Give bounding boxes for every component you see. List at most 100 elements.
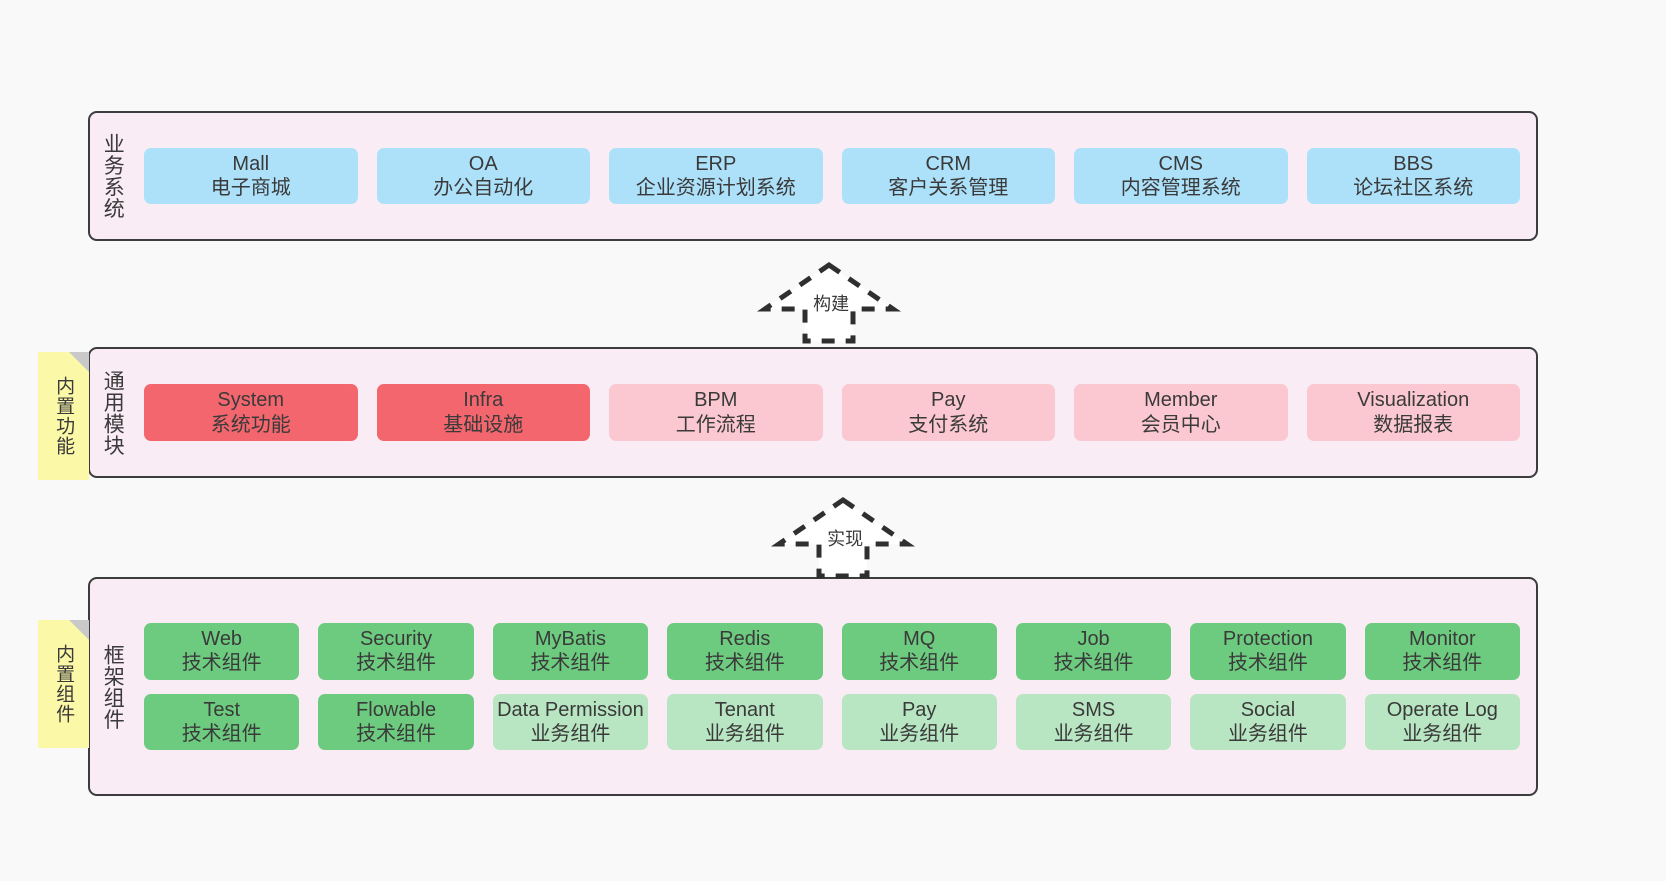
node-flowable[interactable]: Flowable 技术组件: [318, 693, 474, 751]
node-pay-module[interactable]: Pay 支付系统: [841, 384, 1055, 441]
node-tenant-cn: 业务组件: [704, 722, 785, 745]
node-monitor-en: Monitor: [1408, 627, 1476, 650]
arrow-build: 构建: [756, 261, 902, 344]
node-visualization[interactable]: Visualization 数据报表: [1306, 384, 1520, 441]
framework-biz-row: Test 技术组件 Flowable 技术组件 Data Permission …: [144, 693, 1520, 751]
node-bpm[interactable]: BPM 工作流程: [609, 384, 823, 441]
node-bbs[interactable]: BBS 论坛社区系统: [1306, 147, 1520, 205]
node-mybatis[interactable]: MyBatis 技术组件: [492, 622, 649, 680]
node-redis-en: Redis: [719, 627, 771, 650]
layer-common-modules: 通用模块 System 系统功能 Infra 基础设施 BPM 工作流程 Pay…: [88, 347, 1538, 478]
node-social-cn: 业务组件: [1227, 722, 1308, 745]
node-infra-cn: 基础设施: [443, 413, 524, 436]
node-tenant-en: Tenant: [714, 698, 775, 721]
node-monitor-cn: 技术组件: [1402, 652, 1483, 675]
node-oa-en: OA: [468, 152, 498, 175]
note-fold-corner-icon: [69, 620, 89, 640]
node-social[interactable]: Social 业务组件: [1190, 693, 1346, 751]
node-mq[interactable]: MQ 技术组件: [841, 622, 997, 680]
node-erp[interactable]: ERP 企业资源计划系统: [609, 147, 823, 205]
node-sms-en: SMS: [1071, 698, 1116, 721]
note-fold-corner-icon: [69, 352, 89, 372]
node-oa[interactable]: OA 办公自动化: [376, 147, 590, 205]
node-security[interactable]: Security 技术组件: [318, 622, 474, 680]
node-flowable-cn: 技术组件: [356, 722, 437, 745]
layer-module-body: System 系统功能 Infra 基础设施 BPM 工作流程 Pay 支付系统…: [134, 349, 1536, 476]
node-pay-component-cn: 业务组件: [879, 722, 960, 745]
node-mall-en: Mall: [232, 152, 270, 175]
node-web[interactable]: Web 技术组件: [144, 622, 300, 680]
arrow-implement: 实现: [770, 496, 916, 579]
node-bbs-cn: 论坛社区系统: [1353, 177, 1474, 199]
node-sms[interactable]: SMS 业务组件: [1015, 693, 1172, 751]
framework-tech-row: Web 技术组件 Security 技术组件 MyBatis 技术组件 Redi…: [144, 622, 1520, 680]
node-monitor[interactable]: Monitor 技术组件: [1364, 622, 1520, 680]
node-cms-cn: 内容管理系统: [1120, 177, 1241, 199]
node-redis[interactable]: Redis 技术组件: [667, 622, 823, 680]
node-bbs-en: BBS: [1393, 152, 1434, 175]
node-data-permission-cn: 业务组件: [530, 722, 611, 745]
note-builtin-function-label: 内置功能: [53, 376, 75, 456]
node-system-cn: 系统功能: [210, 413, 291, 436]
layer-business-caption: 业务系统: [101, 133, 125, 219]
layer-framework-caption: 框架组件: [101, 643, 125, 730]
node-job[interactable]: Job 技术组件: [1015, 622, 1172, 680]
node-sms-cn: 业务组件: [1053, 722, 1134, 745]
node-operate-log-cn: 业务组件: [1402, 722, 1483, 745]
node-pay-module-en: Pay: [931, 389, 966, 412]
note-builtin-component-label: 内置组件: [53, 644, 75, 724]
node-social-en: Social: [1240, 698, 1296, 721]
arrow-implement-label: 实现: [827, 529, 864, 549]
layer-business-systems: 业务系统 Mall 电子商城 OA 办公自动化 ERP 企业资源计划系统 CRM…: [88, 111, 1538, 241]
node-mq-cn: 技术组件: [879, 652, 960, 675]
node-system[interactable]: System 系统功能: [144, 384, 358, 441]
node-web-en: Web: [201, 627, 243, 650]
node-mybatis-cn: 技术组件: [530, 652, 611, 675]
arrow-build-label: 构建: [813, 294, 850, 314]
node-bpm-cn: 工作流程: [675, 413, 756, 436]
node-member-cn: 会员中心: [1140, 413, 1221, 436]
node-protection-en: Protection: [1222, 627, 1313, 650]
node-crm[interactable]: CRM 客户关系管理: [841, 147, 1055, 205]
node-bpm-en: BPM: [694, 389, 738, 412]
node-crm-cn: 客户关系管理: [888, 177, 1009, 199]
node-job-en: Job: [1077, 627, 1110, 650]
node-tenant[interactable]: Tenant 业务组件: [667, 693, 823, 751]
node-mybatis-en: MyBatis: [534, 627, 606, 650]
node-data-permission[interactable]: Data Permission 业务组件: [492, 693, 649, 751]
node-cms-en: CMS: [1158, 152, 1203, 175]
node-protection-cn: 技术组件: [1227, 652, 1308, 675]
layer-business-body: Mall 电子商城 OA 办公自动化 ERP 企业资源计划系统 CRM 客户关系…: [134, 113, 1536, 239]
node-mall[interactable]: Mall 电子商城: [144, 147, 358, 205]
node-cms[interactable]: CMS 内容管理系统: [1074, 147, 1288, 205]
node-member[interactable]: Member 会员中心: [1074, 384, 1288, 441]
node-pay-module-cn: 支付系统: [908, 413, 989, 436]
note-builtin-component: 内置组件: [38, 620, 89, 748]
node-job-cn: 技术组件: [1053, 652, 1134, 675]
arrow-build-shape: [756, 261, 902, 344]
node-protection[interactable]: Protection 技术组件: [1190, 622, 1346, 680]
node-pay-component[interactable]: Pay 业务组件: [841, 693, 997, 751]
business-row: Mall 电子商城 OA 办公自动化 ERP 企业资源计划系统 CRM 客户关系…: [144, 147, 1520, 205]
node-operate-log[interactable]: Operate Log 业务组件: [1364, 693, 1520, 751]
node-redis-cn: 技术组件: [704, 652, 785, 675]
node-security-en: Security: [359, 627, 433, 650]
node-crm-en: CRM: [925, 152, 972, 175]
node-erp-en: ERP: [695, 152, 737, 175]
node-test-cn: 技术组件: [181, 722, 262, 745]
node-system-en: System: [217, 389, 285, 412]
arrow-implement-shape: [770, 496, 916, 579]
node-test-en: Test: [203, 698, 241, 721]
node-visualization-en: Visualization: [1357, 389, 1470, 412]
node-web-cn: 技术组件: [181, 652, 262, 675]
node-mall-cn: 电子商城: [210, 177, 291, 199]
node-security-cn: 技术组件: [356, 652, 437, 675]
node-infra[interactable]: Infra 基础设施: [376, 384, 590, 441]
node-oa-cn: 办公自动化: [433, 177, 534, 199]
note-builtin-function: 内置功能: [38, 352, 89, 480]
node-operate-log-en: Operate Log: [1386, 698, 1498, 721]
layer-module-caption: 通用模块: [101, 369, 125, 456]
node-erp-cn: 企业资源计划系统: [635, 177, 796, 199]
node-test[interactable]: Test 技术组件: [144, 693, 300, 751]
node-member-en: Member: [1144, 389, 1218, 412]
